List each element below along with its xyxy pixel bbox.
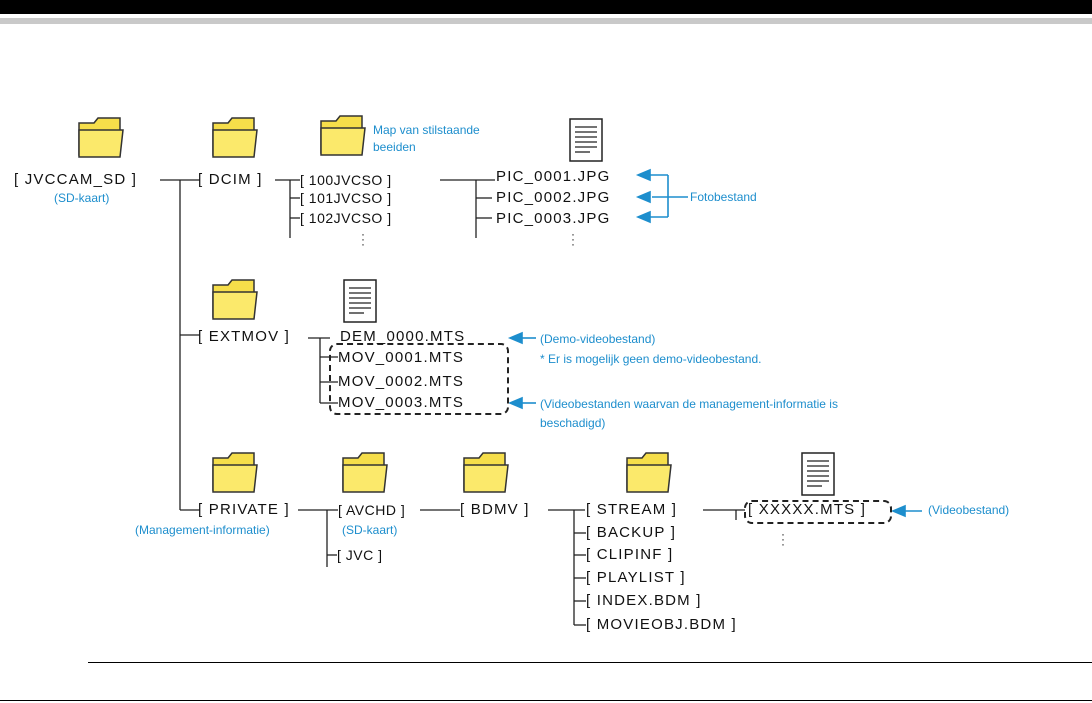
- stream-label: [ STREAM ]: [586, 501, 678, 518]
- private-label: [ PRIVATE ]: [198, 501, 290, 518]
- folder-icon: [78, 117, 124, 158]
- document-icon: [343, 279, 377, 323]
- folder-icon: [212, 452, 258, 493]
- folder-102jvcso: [ 102JVCSO ]: [300, 210, 392, 226]
- file-dem-0000: DEM_0000.MTS: [340, 328, 466, 345]
- demo-video-caption: (Demo-videobestand): [540, 332, 656, 346]
- damaged-files-caption: beschadigd): [540, 416, 606, 430]
- management-caption: (Management-informatie): [135, 523, 270, 537]
- file-mov-0002: MOV_0002.MTS: [338, 373, 465, 390]
- sd-card-caption: (SD-kaart): [342, 523, 398, 537]
- document-icon: [569, 118, 603, 162]
- demo-video-note: * Er is mogelijk geen demo-videobestand.: [540, 352, 762, 366]
- bdmv-label: [ BDMV ]: [460, 501, 530, 518]
- extmov-label: [ EXTMOV ]: [198, 328, 291, 345]
- folder-icon: [342, 452, 388, 493]
- photo-file-caption: Fotobestand: [690, 190, 757, 204]
- damaged-files-highlight: [329, 343, 509, 415]
- ellipsis-icon: ···: [571, 227, 575, 251]
- footer-rule: [0, 700, 1092, 701]
- sd-card-caption: (SD-kaart): [54, 191, 110, 205]
- folder-icon: [463, 452, 509, 493]
- playlist-label: [ PLAYLIST ]: [586, 569, 686, 586]
- ellipsis-icon: ···: [361, 227, 365, 251]
- backup-label: [ BACKUP ]: [586, 524, 677, 541]
- video-file-caption: (Videobestand): [928, 503, 1010, 517]
- file-pic-0003: PIC_0003.JPG: [496, 210, 611, 227]
- folder-icon: [212, 117, 258, 158]
- footer-rule: [88, 662, 1092, 663]
- folder-101jvcso: [ 101JVCSO ]: [300, 190, 392, 206]
- jvc-label: [ JVC ]: [337, 547, 383, 563]
- header-bar: [0, 0, 1092, 14]
- clipinf-label: [ CLIPINF ]: [586, 546, 674, 563]
- file-pic-0001: PIC_0001.JPG: [496, 168, 611, 185]
- header-rule: [0, 18, 1092, 24]
- damaged-files-caption: (Videobestanden waarvan de management-in…: [540, 397, 838, 411]
- stills-folder-caption: beeiden: [373, 140, 416, 154]
- file-pic-0002: PIC_0002.JPG: [496, 189, 611, 206]
- file-mov-0003: MOV_0003.MTS: [338, 394, 465, 411]
- index-bdm-label: [ INDEX.BDM ]: [586, 592, 702, 609]
- avchd-label: [ AVCHD ]: [338, 502, 406, 518]
- ellipsis-icon: ···: [781, 527, 785, 551]
- folder-icon: [212, 279, 258, 320]
- root-label: [ JVCCAM_SD ]: [14, 171, 138, 188]
- movieobj-bdm-label: [ MOVIEOBJ.BDM ]: [586, 616, 737, 633]
- folder-icon: [320, 115, 366, 156]
- dcim-label: [ DCIM ]: [198, 171, 263, 188]
- file-xxxxx-mts: [ XXXXX.MTS ]: [748, 501, 867, 518]
- video-file-highlight: [744, 500, 892, 524]
- file-mov-0001: MOV_0001.MTS: [338, 349, 465, 366]
- document-icon: [801, 452, 835, 496]
- folder-icon: [626, 452, 672, 493]
- folder-100jvcso: [ 100JVCSO ]: [300, 172, 392, 188]
- stills-folder-caption: Map van stilstaande: [373, 123, 480, 137]
